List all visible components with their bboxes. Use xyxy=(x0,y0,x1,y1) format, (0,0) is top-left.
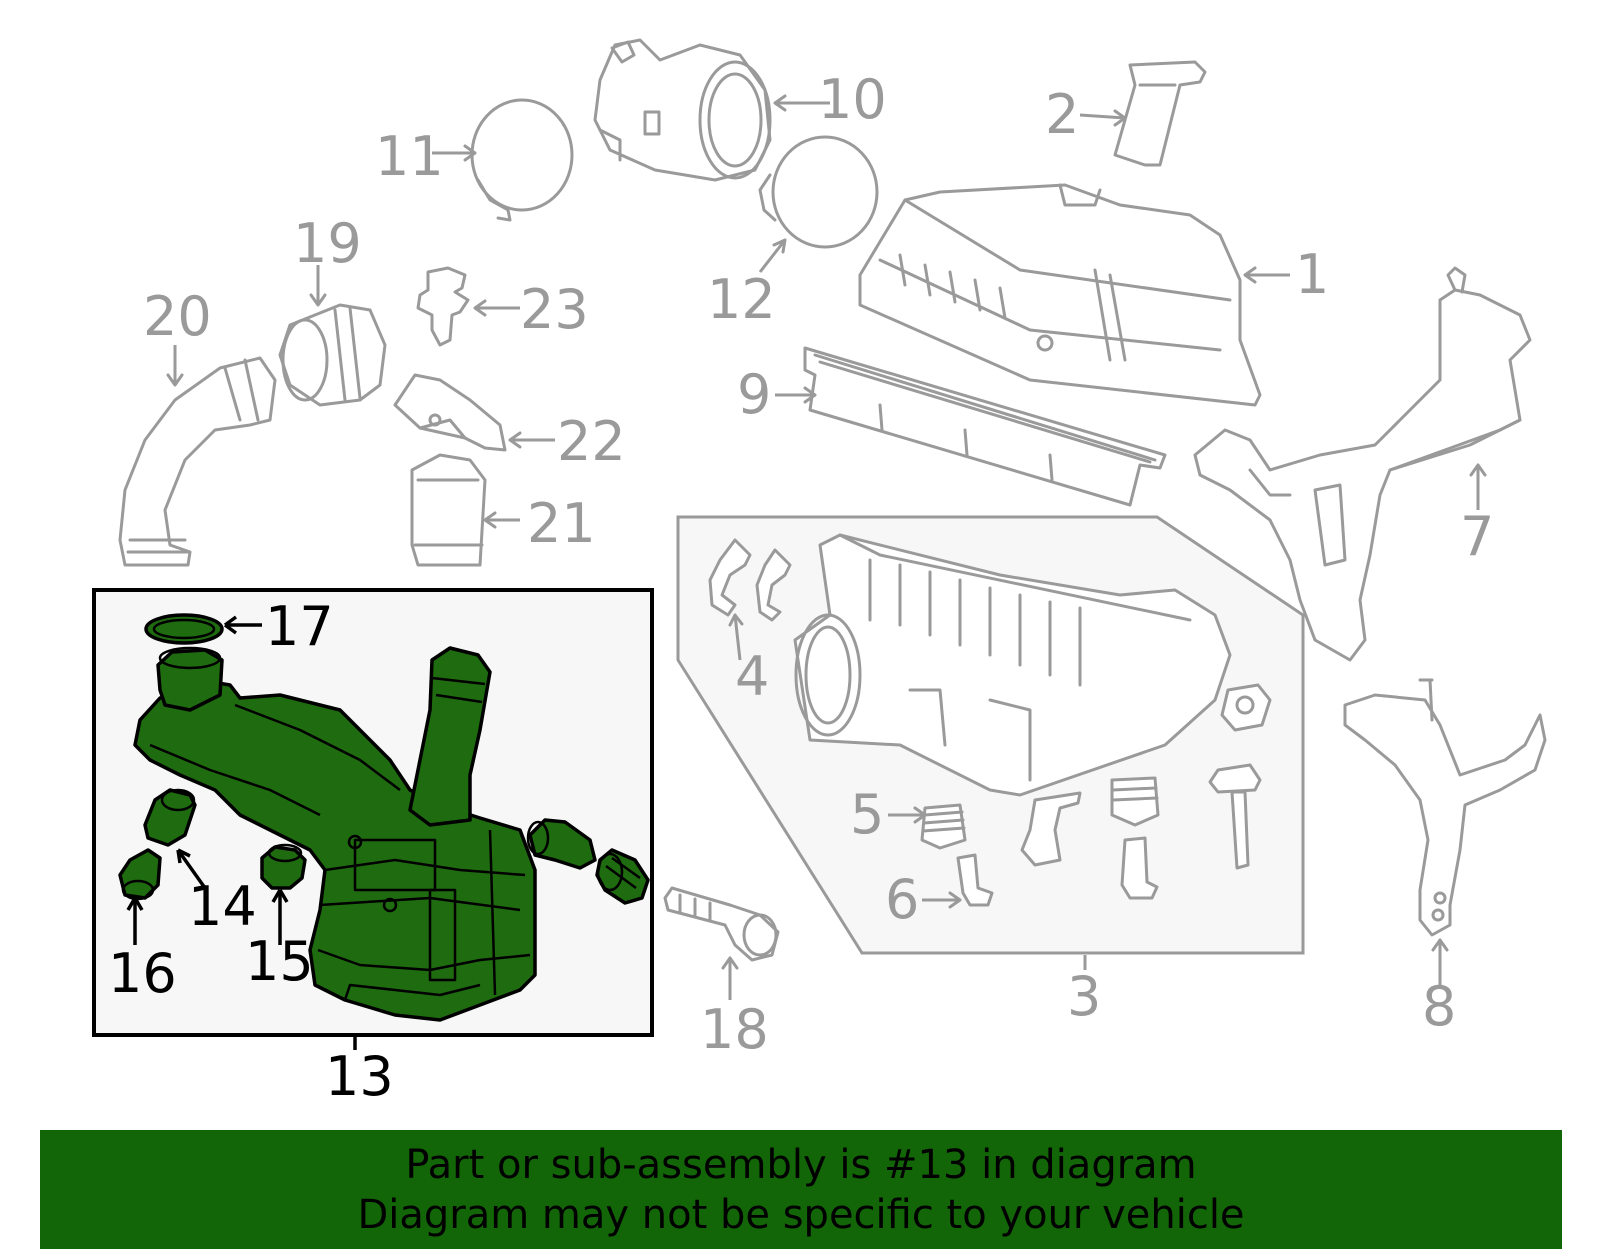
part-13-grommet-pair xyxy=(526,818,650,905)
part-4-clips[interactable] xyxy=(708,538,792,622)
part-20-intake-duct[interactable] xyxy=(118,356,277,567)
callout-9: 9 xyxy=(737,363,771,426)
callout-14: 14 xyxy=(188,875,257,938)
callout-2: 2 xyxy=(1045,83,1079,146)
part-1-air-cleaner-cover[interactable] xyxy=(858,183,1262,407)
part-21-duct[interactable] xyxy=(410,453,487,567)
part-16-grommet[interactable] xyxy=(118,848,162,901)
parts-diagram: 1 2 3 4 5 6 7 8 9 10 11 12 13 14 15 16 1… xyxy=(92,38,1547,1108)
callout-1: 1 xyxy=(1295,243,1329,306)
part-9-filter[interactable] xyxy=(803,346,1167,507)
leader-lines xyxy=(166,94,1487,1000)
leader-lines-dark xyxy=(126,615,357,1050)
part-5-grommet[interactable] xyxy=(920,803,967,850)
part-2-sensor[interactable] xyxy=(1113,60,1207,167)
part-15-grommet[interactable] xyxy=(260,843,307,890)
part-3-air-cleaner-case[interactable] xyxy=(793,533,1232,797)
callout-13: 13 xyxy=(325,1045,394,1108)
callout-4: 4 xyxy=(735,645,769,708)
part-18-bolt[interactable] xyxy=(663,886,780,962)
part-6-pin[interactable] xyxy=(956,853,994,907)
part-8-bracket[interactable] xyxy=(1343,678,1547,937)
callout-6: 6 xyxy=(885,868,919,931)
part-13-resonator-assembly[interactable] xyxy=(133,646,537,1022)
part-19-coupler[interactable] xyxy=(278,303,387,407)
callout-16: 16 xyxy=(108,942,177,1005)
callout-7: 7 xyxy=(1460,505,1494,568)
part-23-clip[interactable] xyxy=(416,266,470,347)
callout-8: 8 xyxy=(1422,975,1456,1038)
part-11-clamp[interactable] xyxy=(470,98,574,222)
callout-5: 5 xyxy=(850,783,884,846)
banner-line-2: Diagram may not be specific to your vehi… xyxy=(357,1192,1245,1238)
part-10-airflow-body[interactable] xyxy=(593,38,772,182)
part-22-bracket[interactable] xyxy=(393,373,507,452)
part-3-hardware xyxy=(1020,683,1272,900)
callout-12: 12 xyxy=(707,268,776,331)
part-12-clamp[interactable] xyxy=(758,135,879,249)
callout-18: 18 xyxy=(700,998,769,1061)
callout-3: 3 xyxy=(1067,965,1101,1028)
callout-23: 23 xyxy=(520,278,589,341)
banner-line-1: Part or sub-assembly is #13 in diagram xyxy=(405,1142,1197,1188)
callout-10: 10 xyxy=(818,68,887,131)
callout-19: 19 xyxy=(293,212,362,275)
part-17-gasket[interactable] xyxy=(144,613,224,645)
callout-20: 20 xyxy=(143,285,212,348)
callout-11: 11 xyxy=(375,125,444,188)
info-banner: Part or sub-assembly is #13 in diagram D… xyxy=(40,1130,1562,1249)
part-7-bracket[interactable] xyxy=(1193,266,1532,662)
part-14-grommet[interactable] xyxy=(143,788,197,847)
callout-15: 15 xyxy=(245,930,314,993)
callout-22: 22 xyxy=(557,410,626,473)
callout-17: 17 xyxy=(265,595,334,658)
callout-21: 21 xyxy=(527,492,596,555)
